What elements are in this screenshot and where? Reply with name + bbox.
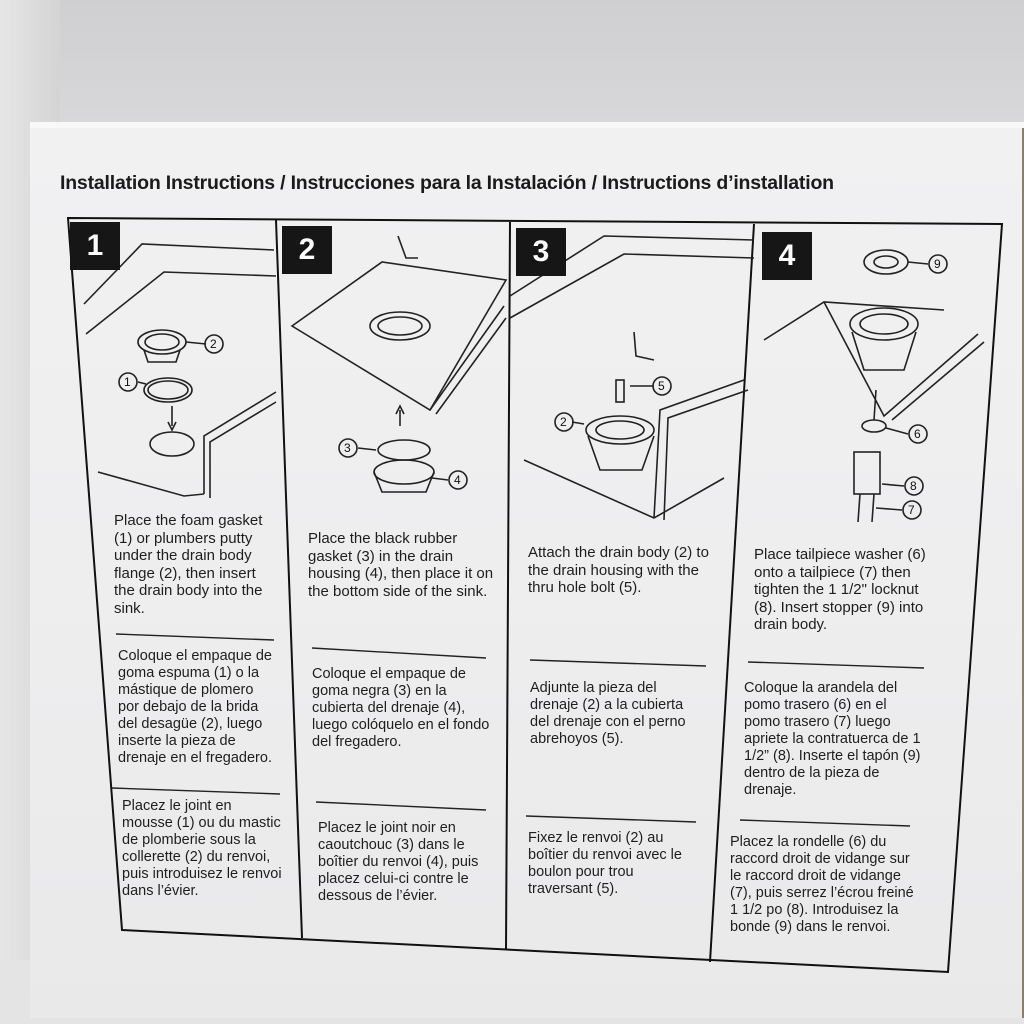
divider-1-2 — [275, 219, 303, 939]
instructions-title: Installation Instructions / Instruccione… — [60, 172, 834, 194]
step-2-spanish: Coloque el empaque de goma negra (3) en … — [312, 666, 490, 750]
step-4-spanish: Coloque la arandela del pomo trasero (6)… — [744, 680, 921, 798]
divider-2-3 — [505, 221, 511, 951]
callout-3-a: 5 — [658, 379, 665, 393]
outer-border — [66, 216, 1004, 974]
callout-4-6: 6 — [914, 427, 921, 441]
instructions-frame: 2 1 3 4 — [64, 214, 1008, 974]
callout-1-a: 2 — [210, 337, 217, 351]
panel-2-diagram — [290, 235, 508, 493]
callout-2-a: 3 — [344, 441, 351, 455]
callout-4-7: 7 — [908, 503, 915, 517]
panel-3-diagram — [509, 235, 755, 521]
step-2-english: Place the black rubber gasket (3) in the… — [308, 530, 494, 600]
step-number-4: 4 — [762, 232, 812, 280]
callout-2-b: 4 — [454, 473, 461, 487]
callout-4-8: 8 — [910, 479, 917, 493]
step-2-french: Placez le joint noir en caoutchouc (3) d… — [318, 820, 479, 904]
step-3-french: Fixez le renvoi (2) au boîtier du renvoi… — [528, 830, 682, 897]
panel-4-diagram — [763, 249, 985, 523]
step-number-2: 2 — [282, 226, 332, 274]
panel-1-diagram — [83, 243, 277, 498]
callout-4-9: 9 — [934, 257, 941, 271]
callout-3-b: 2 — [560, 415, 567, 429]
step-number-1: 1 — [70, 222, 120, 270]
step-1-spanish: Coloque el empaque de goma espuma (1) o … — [118, 648, 272, 766]
instruction-diagrams: 2 1 3 4 — [66, 216, 1004, 974]
step-3-english: Attach the drain body (2) to the drain h… — [528, 544, 709, 596]
divider-3-4 — [709, 223, 755, 963]
step-4-english: Place tailpiece washer (6) onto a tailpi… — [754, 546, 926, 633]
step-3-spanish: Adjunte la pieza del drenaje (2) a la cu… — [530, 680, 686, 747]
step-4-french: Placez la rondelle (6) du raccord droit … — [730, 834, 914, 935]
language-separators — [111, 633, 925, 827]
background-top — [0, 0, 1024, 140]
step-1-french: Placez le joint en mousse (1) ou du mast… — [122, 798, 282, 899]
step-1-english: Place the foam gasket (1) or plumbers pu… — [114, 512, 263, 617]
callout-1-b: 1 — [124, 375, 131, 389]
step-number-3: 3 — [516, 228, 566, 276]
